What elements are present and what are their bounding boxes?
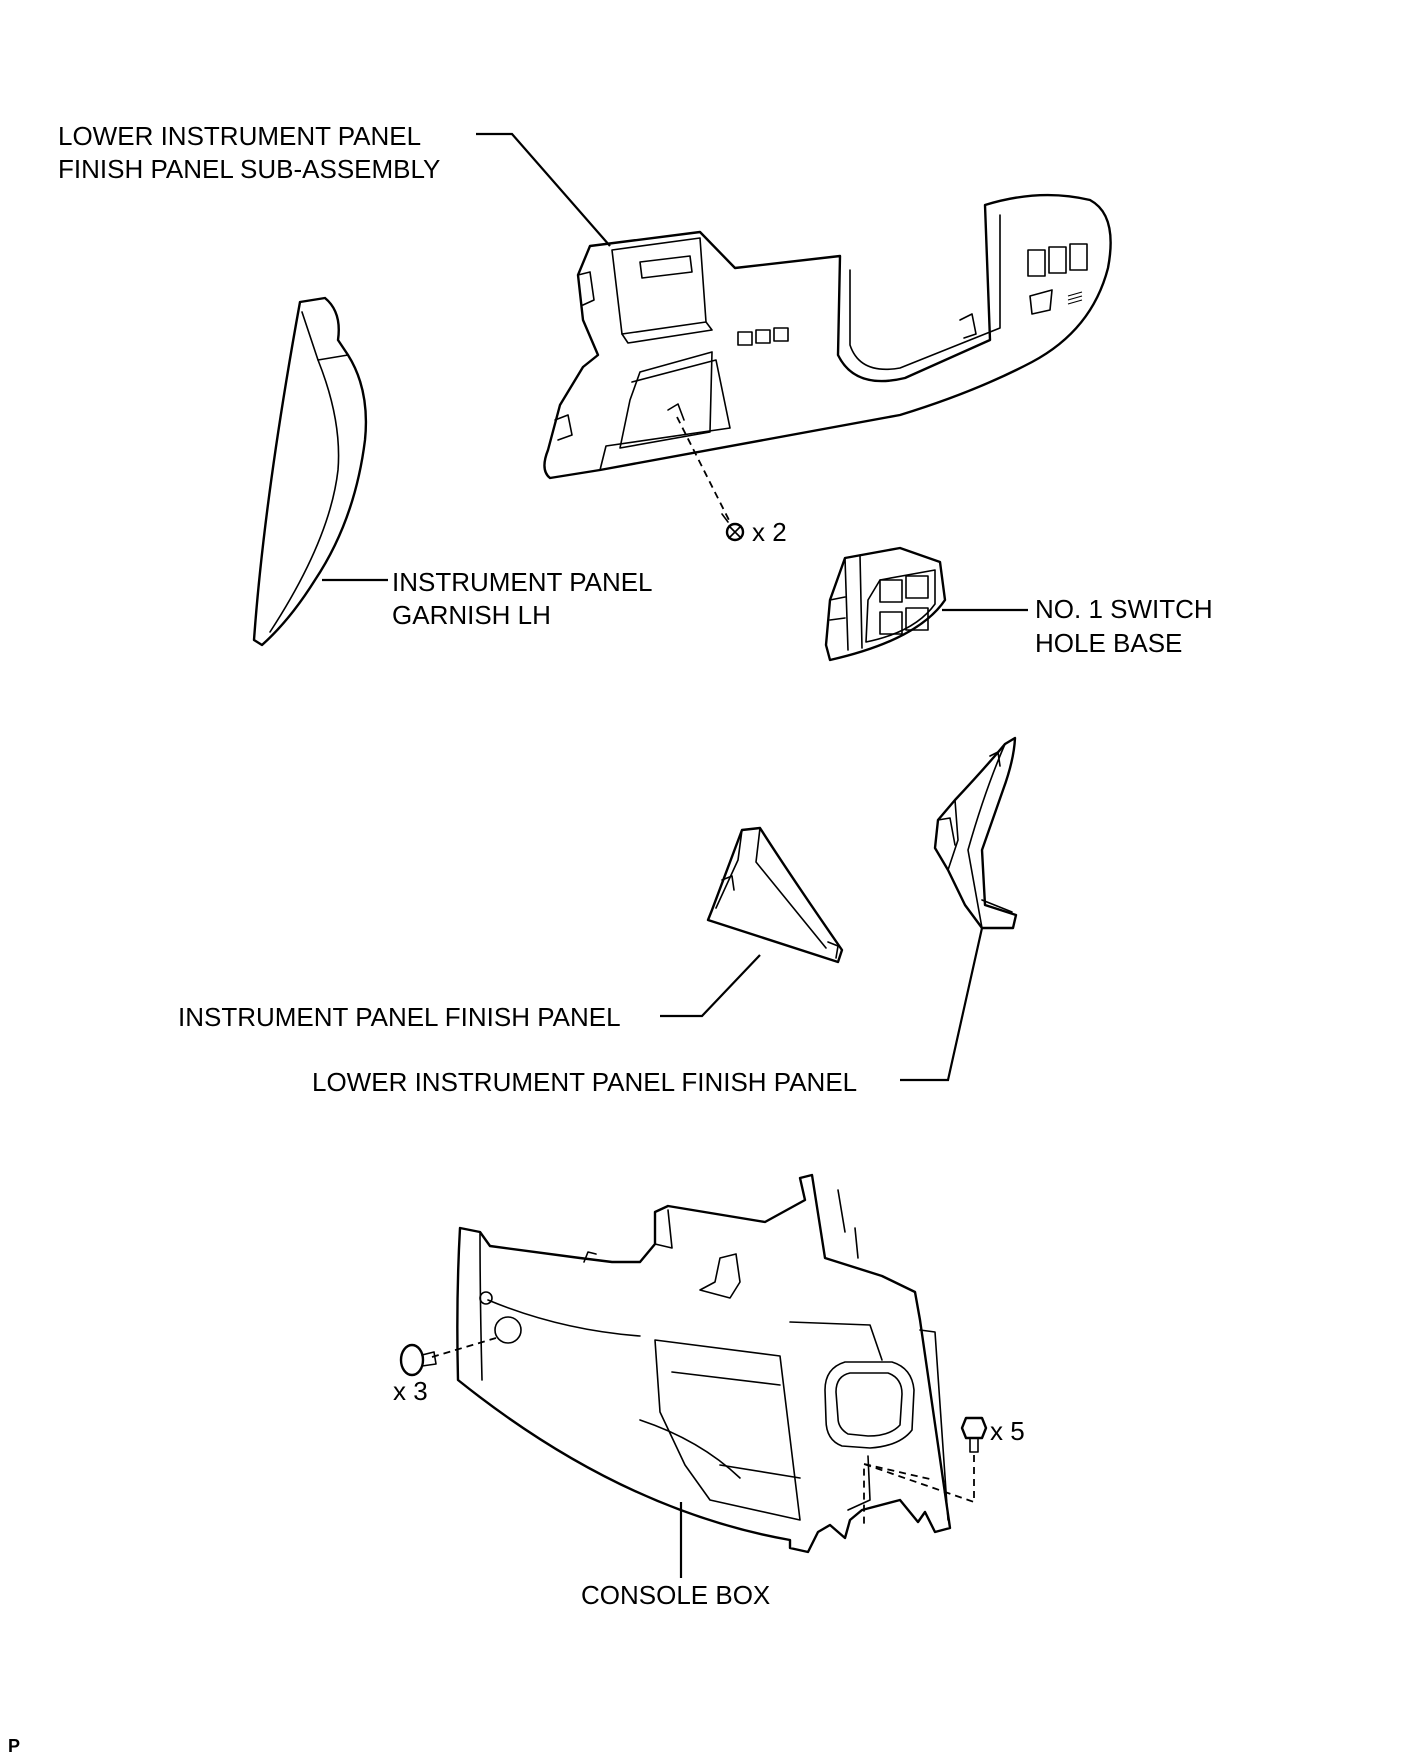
label-console-box: CONSOLE BOX	[581, 1580, 770, 1610]
switch-hole-base-part	[824, 546, 947, 662]
label-garnish-line1: INSTRUMENT PANEL	[392, 567, 653, 597]
clip-icon	[399, 1343, 437, 1377]
lower-panel-sub-assembly-part	[543, 193, 1112, 480]
label-switch-base-line2: HOLE BASE	[1035, 628, 1182, 658]
label-lower-finish-panel: LOWER INSTRUMENT PANEL FINISH PANEL	[312, 1067, 857, 1097]
console-box-part	[456, 1173, 952, 1554]
label-sub-assembly-line1: LOWER INSTRUMENT PANEL	[58, 121, 421, 151]
corner-mark: P	[8, 1736, 20, 1756]
finish-panel-part	[706, 826, 844, 964]
leader-sub-assembly	[476, 132, 611, 247]
label-sub-assembly-line2: FINISH PANEL SUB-ASSEMBLY	[58, 154, 440, 184]
label-switch-base-line1: NO. 1 SWITCH	[1035, 594, 1213, 624]
label-garnish-line2: GARNISH LH	[392, 600, 551, 630]
lower-finish-panel-part	[933, 736, 1018, 930]
leader-lower-finish-panel	[900, 927, 984, 1082]
qty-clip: x 3	[393, 1376, 428, 1406]
qty-bolt: x 5	[990, 1416, 1025, 1446]
screw-icon	[721, 513, 745, 542]
leader-finish-panel	[660, 954, 761, 1018]
garnish-lh-part	[252, 296, 368, 647]
label-finish-panel: INSTRUMENT PANEL FINISH PANEL	[178, 1002, 621, 1032]
bolt-icon	[960, 1416, 988, 1453]
qty-screw-top: x 2	[752, 517, 787, 547]
